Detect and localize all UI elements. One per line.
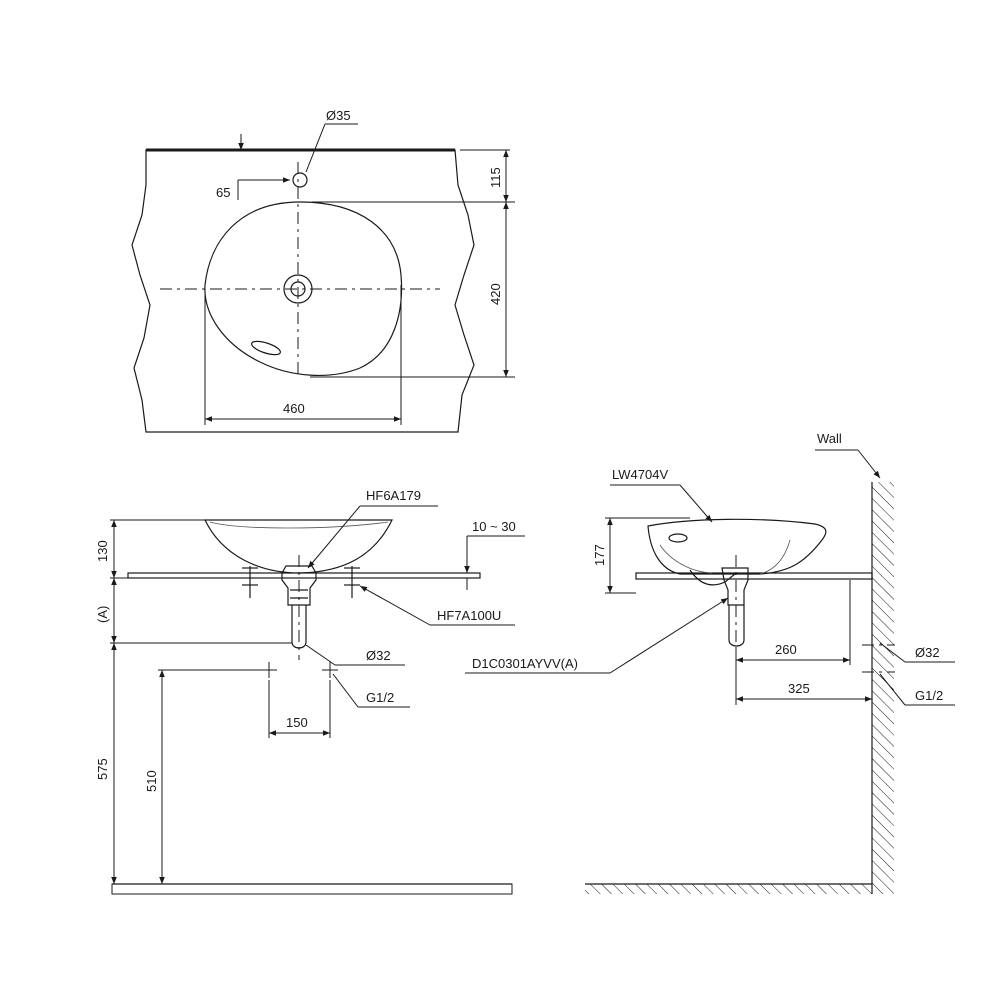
- wall-hatch: [872, 482, 894, 894]
- hf6a179-leader: [307, 505, 361, 569]
- dim260-label: 260: [775, 642, 797, 657]
- side-dia32-leader: [879, 642, 906, 663]
- front-g12-leader: [332, 673, 359, 708]
- dim65-label: 65: [216, 185, 230, 200]
- dim325-label: 325: [788, 681, 810, 696]
- side-countertop: [635, 572, 873, 580]
- dim177-label: 177: [592, 544, 607, 566]
- basin-outline: [204, 201, 403, 376]
- countertop-outline: [131, 149, 475, 433]
- side-dia32-label: Ø32: [915, 645, 940, 660]
- side-view: Wall LW4704V 177 D1C0301AYVV(A) 260: [465, 431, 955, 894]
- tap-hole: [292, 172, 308, 188]
- side-g12-label: G1/2: [915, 688, 943, 703]
- d1c0301-leader: [609, 597, 729, 674]
- hf7a100u-leader: [359, 585, 431, 626]
- front-basin: [204, 519, 393, 574]
- front-countertop: [127, 572, 481, 579]
- dim150-label: 150: [286, 715, 308, 730]
- front-dia32-leader: [305, 644, 336, 666]
- hf7a100u-label: HF7A100U: [437, 608, 501, 623]
- dim575-label: 575: [95, 758, 110, 780]
- front-view: HF6A179 HF7A100U 10 ~ 30 130 (A) 575 510…: [95, 488, 525, 895]
- side-basin: [647, 518, 827, 575]
- dim115-label: 115: [488, 167, 503, 188]
- hf6a179-label: HF6A179: [366, 488, 421, 503]
- front-supply-right: [344, 566, 360, 598]
- front-supply-left: [242, 566, 258, 598]
- dim420-label: 420: [488, 283, 503, 305]
- dim-10-30-label: 10 ~ 30: [472, 519, 516, 534]
- front-dia32-label: Ø32: [366, 648, 391, 663]
- dim130-label: 130: [95, 540, 110, 562]
- side-outlet-pipe: [728, 605, 745, 647]
- d1c0301-label: D1C0301AYVV(A): [472, 656, 578, 671]
- dim460-label: 460: [283, 401, 305, 416]
- lw4704v-label: LW4704V: [612, 467, 668, 482]
- wall-label: Wall: [817, 431, 842, 446]
- side-trap: [689, 569, 736, 586]
- overflow-slot: [251, 340, 281, 356]
- top-view: Ø35 65 115 420 460: [131, 108, 515, 433]
- front-drain-body: [281, 565, 317, 606]
- dimA-label: (A): [95, 606, 110, 623]
- dim510-label: 510: [144, 770, 159, 792]
- dia35-leader: [305, 123, 326, 173]
- side-g12-leader: [879, 673, 906, 706]
- dia35-label: Ø35: [326, 108, 351, 123]
- front-g12-label: G1/2: [366, 690, 394, 705]
